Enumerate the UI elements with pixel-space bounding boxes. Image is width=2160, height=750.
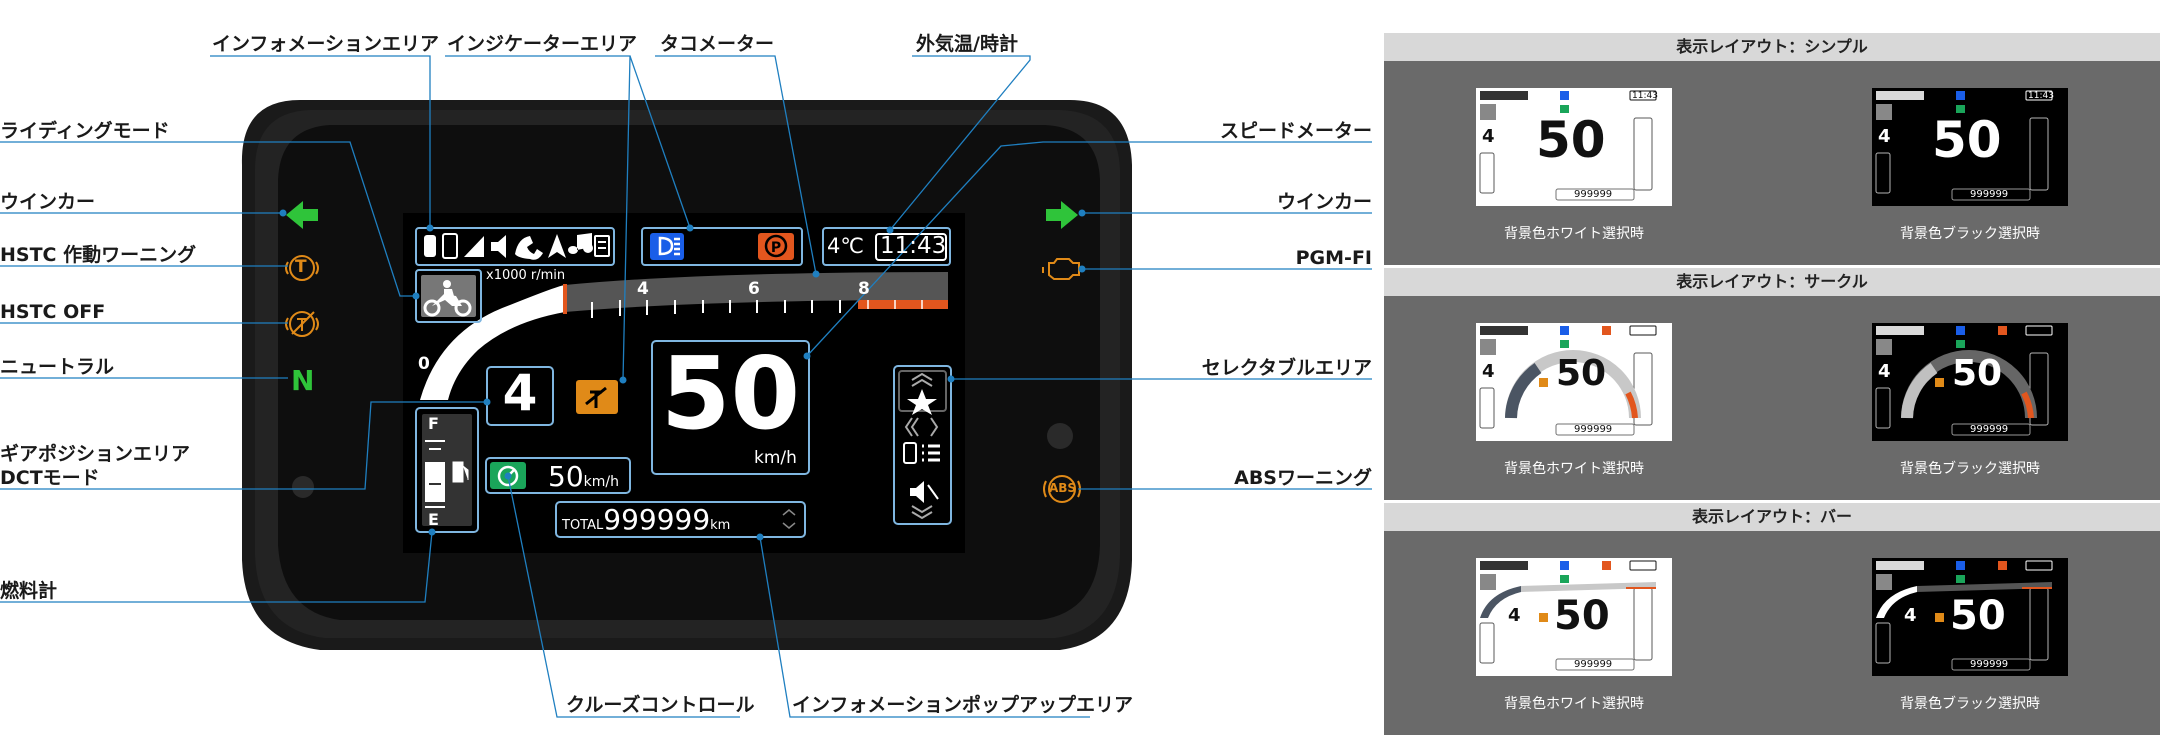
label-fuel-gauge: 燃料計 [0, 580, 58, 602]
tft-screen [403, 213, 965, 553]
thumb-circle-black-odo: 999999 [1970, 424, 2009, 435]
label-selectable-area: セレクタブルエリア [1201, 357, 1372, 379]
hstc-off-icon [285, 311, 319, 337]
cruise-speed-value: 50 [548, 460, 584, 493]
hstc-warning-letter: T [295, 257, 307, 277]
label-neutral: ニュートラル [0, 356, 115, 378]
label-winker-right: ウインカー [1276, 191, 1372, 213]
layout-simple-title: 表示レイアウト：シンプル [1384, 33, 2160, 61]
thumb-circle-white-odo: 999999 [1574, 424, 1613, 435]
speed-unit: km/h [754, 448, 797, 468]
thumb-simple-white-gear: 4 [1482, 126, 1495, 147]
gear-position: 4 [502, 364, 538, 422]
speed-value: 50 [660, 335, 801, 452]
tach-label-0: 0 [418, 354, 430, 374]
speed-box [651, 340, 810, 475]
indicator-area-box [641, 227, 803, 266]
rpm-unit: x1000 r/min [486, 268, 566, 283]
caption-circle-white: 背景色ホワイト選択時 [1504, 461, 1644, 477]
thumb-bar-black-odo: 999999 [1970, 659, 2009, 670]
label-info-area: インフォメーションエリア [212, 33, 440, 55]
label-hstc-warning: HSTC 作動ワーニング [0, 244, 197, 266]
cruise-speed-unit: km/h [583, 474, 619, 490]
layout-circle-title: 表示レイアウト：サークル [1384, 268, 2160, 296]
label-temp-clock: 外気温/時計 [916, 33, 1018, 55]
temperature: 4℃ [827, 234, 864, 258]
thumb-bar-black-speed: 50 [1950, 593, 2006, 639]
thumb-simple-black-speed: 50 [1932, 111, 2002, 169]
thumb-simple-white-speed: 50 [1536, 111, 1606, 169]
selectable-area-box [893, 365, 952, 525]
label-riding-mode: ライディングモード [0, 120, 170, 142]
layout-thumbnails [1476, 88, 2068, 676]
odo-prefix: TOTAL [562, 518, 604, 533]
abs-label: ABS [1049, 481, 1077, 495]
tach-red-zone [858, 300, 948, 309]
thumb-simple-white-odo: 999999 [1574, 189, 1613, 200]
layout-panels: 表示レイアウト：シンプル 表示レイアウト：サークル 表示レイアウト：バー [1384, 33, 2160, 735]
thumb-circle-white-speed: 50 [1556, 353, 1607, 394]
label-pgm-fi: PGM-FI [1295, 247, 1372, 269]
label-abs-warning: ABSワーニング [1234, 467, 1372, 489]
odo-value: 999999 [603, 503, 711, 536]
hstc-warning-icon [285, 255, 319, 281]
thumb-bar-black-gear: 4 [1904, 605, 1917, 626]
label-hstc-off: HSTC OFF [0, 301, 106, 323]
tach-white-band [420, 285, 565, 400]
thumb-simple-black-gear: 4 [1878, 126, 1891, 147]
label-tachometer: タコメーター [660, 33, 775, 55]
meter-diagram: P [0, 55, 1372, 718]
layout-bar-title: 表示レイアウト：バー [1384, 503, 2160, 531]
tach-label-2: 2 [527, 303, 539, 323]
fuel-full-label: F [428, 414, 439, 433]
headlight-indicator [650, 233, 684, 260]
thumb-bar-white-gear: 4 [1508, 605, 1521, 626]
label-indicator-area: インジケーターエリア [447, 33, 638, 55]
tach-label-4: 4 [637, 279, 649, 299]
fuel-empty-label: E [428, 510, 439, 529]
cruise-speed: 50km/h [548, 460, 619, 493]
fuel-gauge-box [415, 407, 479, 533]
label-cruise-control: クルーズコントロール [566, 694, 755, 716]
thumb-circle-black-speed: 50 [1952, 353, 2003, 394]
thumb-circle-white-gear: 4 [1482, 361, 1495, 382]
winker-right-icon [1046, 201, 1078, 229]
neutral-indicator: N [291, 364, 315, 397]
thumb-bar-white-odo: 999999 [1574, 659, 1613, 670]
info-area-box [415, 227, 615, 266]
odo-unit: km [710, 518, 731, 533]
caption-circle-black: 背景色ブラック選択時 [1900, 461, 2040, 477]
cruise-box [485, 457, 631, 494]
label-info-popup: インフォメーションポップアップエリア [792, 694, 1134, 716]
thumb-bar-white-speed: 50 [1554, 593, 1610, 639]
clock: 11:43 [880, 233, 947, 259]
thumb-simple-white-clock: 11:43 [1632, 91, 1658, 101]
gear-box [486, 366, 554, 426]
label-winker-left: ウインカー [0, 191, 96, 213]
label-gear-position: ギアポジションエリア [0, 443, 191, 465]
temp-clock-box [822, 227, 951, 266]
caption-simple-white: 背景色ホワイト選択時 [1504, 226, 1644, 242]
winker-left-icon [286, 201, 318, 229]
thumb-simple-black-odo: 999999 [1970, 189, 2009, 200]
thumb-circle-black-gear: 4 [1878, 361, 1891, 382]
label-speedometer: スピードメーター [1219, 120, 1372, 142]
caption-bar-white: 背景色ホワイト選択時 [1504, 696, 1644, 712]
caption-bar-black: 背景色ブラック選択時 [1900, 696, 2040, 712]
thumb-simple-black-clock: 11:43 [2028, 91, 2054, 101]
tach-gray-band [565, 272, 948, 312]
tach-label-8: 8 [858, 279, 870, 299]
tach-label-6: 6 [748, 279, 760, 299]
caption-simple-black: 背景色ブラック選択時 [1900, 226, 2040, 242]
odo-box [555, 501, 806, 538]
odometer: TOTAL999999km [562, 503, 730, 536]
svg-text:P: P [771, 240, 781, 256]
label-dct-mode: DCTモード [0, 467, 100, 489]
